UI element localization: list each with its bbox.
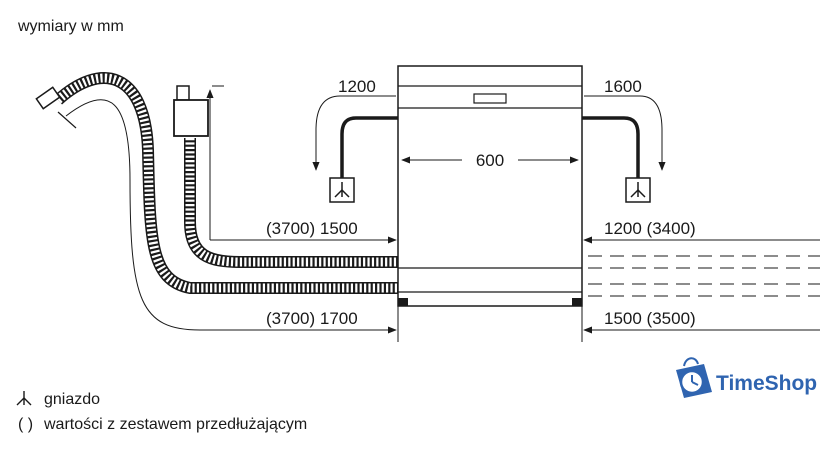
dim-label-right-mid: 1200 (3400) (604, 219, 696, 238)
socket-icon (625, 177, 651, 203)
legend-ext-label: wartości z zestawem przedłużającym (43, 416, 307, 433)
dim-label-left-cable: 1200 (338, 77, 376, 96)
bag-clock-icon (676, 357, 712, 398)
hose-continuation-right (588, 255, 820, 297)
legend: gniazdo ( ) wartości z zestawem przedłuż… (16, 391, 307, 433)
control-panel-display (473, 93, 507, 104)
socket-icon (329, 177, 355, 203)
aquastop-valve (173, 85, 224, 240)
legend-socket-label: gniazdo (44, 391, 100, 408)
hose-corrugated-outer (53, 72, 398, 294)
timeshop-logo: TimeShop (676, 357, 817, 398)
dim-label-right-cable: 1600 (604, 77, 642, 96)
dim-label-right-bottom: 1500 (3500) (604, 309, 696, 328)
dim-label-left-bottom: (3700) 1700 (266, 309, 358, 328)
units-caption: wymiary w mm (17, 18, 124, 35)
legend-ext-symbol: ( ) (18, 416, 33, 433)
dim-label-width: 600 (476, 151, 504, 170)
cable-length-guide-right (584, 95, 666, 171)
legend-socket-icon (16, 391, 32, 406)
dim-label-left-mid: (3700) 1500 (266, 219, 358, 238)
brand-name: TimeShop (716, 372, 817, 395)
length-guide-outer (65, 99, 397, 334)
foot-left (398, 298, 408, 306)
cable-length-guide-left (312, 95, 396, 171)
hose-corrugated-inner (184, 138, 398, 268)
dishwasher-outline (397, 65, 583, 307)
foot-right (572, 298, 582, 306)
power-cable-left (340, 116, 398, 178)
power-cable-right (582, 116, 640, 178)
drain-hose-end (35, 86, 77, 129)
